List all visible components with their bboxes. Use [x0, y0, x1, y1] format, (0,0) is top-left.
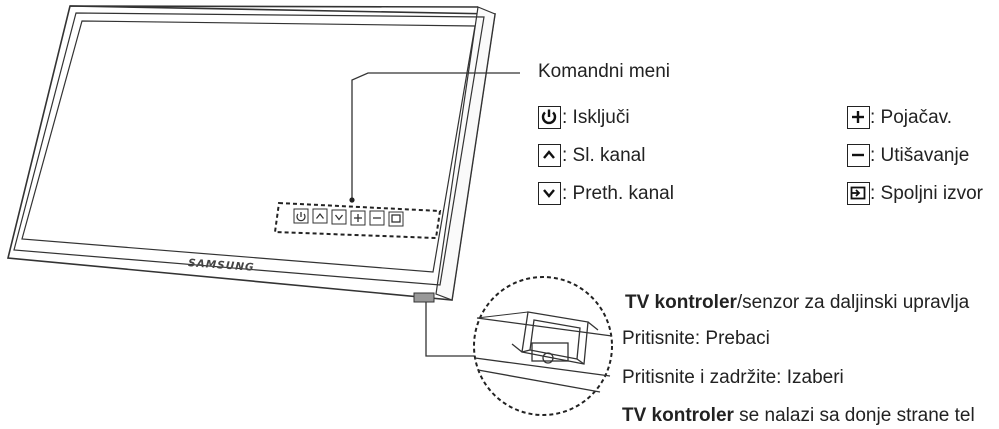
controller-location: TV kontroler se nalazi sa donje strane t… — [622, 405, 975, 427]
plus-icon — [847, 106, 870, 129]
chevron-down-icon — [538, 182, 561, 205]
legend-channel-up-label: : Sl. kanal — [562, 145, 646, 166]
tv-controller-box — [413, 292, 435, 303]
power-icon — [538, 106, 561, 129]
controller-description: TV kontroler/senzor za daljinski upravlj… — [625, 292, 969, 314]
tv-bezel — [13, 12, 485, 286]
chevron-up-icon — [538, 144, 561, 167]
mini-button-glyphs — [296, 212, 401, 223]
brand-logo: SAMSUNG — [188, 257, 255, 274]
controller-press: Pritisnite: Prebaci — [622, 328, 770, 349]
controller-term: TV kontroler — [625, 292, 737, 313]
legend-channel-down-label: : Preth. kanal — [562, 183, 674, 204]
menu-highlight — [273, 201, 442, 240]
controller-description-rest: /senzor za daljinski upravlja — [736, 292, 970, 313]
legend-power-label: : Isključi — [562, 107, 630, 128]
menu-title: Komandni meni — [538, 61, 671, 82]
magnified-controller — [474, 311, 613, 393]
source-icon — [847, 182, 870, 205]
legend-mute-label: : Utišavanje — [870, 145, 970, 166]
controller-location-rest: se nalazi sa donje strane tel — [733, 405, 975, 426]
tv-screen — [21, 20, 476, 273]
legend-volume-up-label: : Pojačav. — [870, 107, 953, 128]
legend-source-label: : Spoljni izvor — [870, 183, 983, 204]
magnifier-circle — [473, 276, 613, 416]
tv-frame-side — [435, 6, 496, 301]
controller-term-2: TV kontroler — [622, 405, 734, 426]
controller-press-hold: Pritisnite i zadržite: Izaberi — [622, 367, 844, 388]
menu-leader-line — [351, 72, 520, 200]
controller-leader-line — [425, 302, 490, 357]
minus-icon — [847, 144, 870, 167]
